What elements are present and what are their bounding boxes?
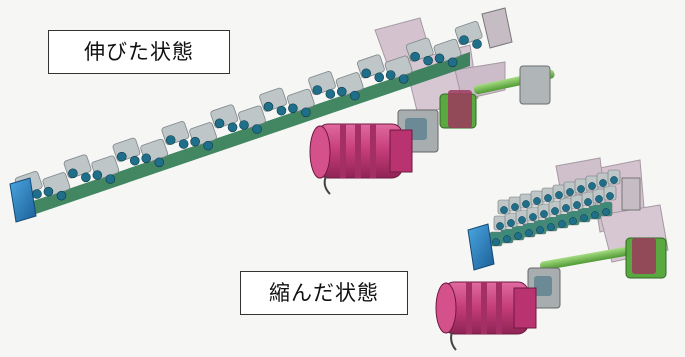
extended-chain-pin — [105, 174, 116, 184]
retracted-chain-pin — [591, 211, 599, 219]
retracted-drive — [527, 237, 667, 309]
retracted-chain-pin — [533, 197, 541, 205]
retracted-chain-pin — [580, 214, 588, 222]
retracted-chain — [489, 169, 621, 247]
retracted-chain-pin — [558, 220, 566, 228]
retracted-top-end-block — [621, 177, 641, 211]
extended-chain — [14, 21, 483, 216]
extended-chain-pin — [312, 85, 323, 95]
extended-chain-pin — [190, 136, 200, 147]
extended-chain-pin — [459, 35, 469, 45]
retracted-chain-pin — [606, 192, 614, 200]
retracted-chain-pin — [507, 219, 515, 227]
retracted-chain-pin — [577, 185, 585, 193]
extended-chain-pin — [116, 151, 127, 162]
retracted-chain-pin — [573, 201, 581, 209]
extended-chain-pin — [423, 55, 433, 66]
retracted-chain-pin — [500, 206, 508, 214]
extended-chain-pin — [165, 135, 176, 145]
retracted-chain-pin — [492, 238, 500, 246]
extended-top-end-block — [481, 7, 513, 49]
extended-chain-pin — [398, 74, 409, 84]
extended-chain-pin — [239, 120, 249, 130]
retracted-chain-pin — [544, 194, 552, 202]
extended-chain-pin — [276, 105, 287, 116]
extended-chain-pin — [178, 139, 189, 149]
retracted-state-label: 縮んだ状態 — [240, 271, 408, 315]
retracted-chain-pin — [529, 213, 537, 221]
retracted-chain-pin — [518, 216, 526, 224]
extended-chain-pin — [263, 101, 274, 112]
extended-chain-pin — [361, 68, 372, 79]
retracted-chain-pin — [503, 235, 511, 243]
retracted-chain-pin — [536, 226, 544, 234]
extended-chain-pin — [385, 70, 396, 80]
retracted-motor-cable — [450, 331, 457, 351]
retracted-chain-pin — [584, 198, 592, 206]
retracted-chain-pin — [511, 203, 519, 211]
extended-chain-pin — [410, 51, 420, 62]
retracted-chain-pin — [569, 217, 577, 225]
extended-chain-pin — [154, 157, 165, 168]
retracted-chain-pin — [595, 195, 603, 203]
retracted-chain-pin — [610, 176, 618, 184]
retracted-chain-pin — [522, 200, 530, 208]
extended-chain-pin — [32, 189, 42, 199]
retracted-assembly — [435, 157, 669, 351]
extended-chain-pin — [374, 72, 385, 83]
extended-state-label: 伸びた状態 — [48, 30, 230, 74]
extended-chain-pin — [56, 190, 67, 201]
extended-chain-pin — [325, 89, 336, 99]
extended-chain-pin — [447, 57, 458, 68]
extended-chain-pin — [336, 86, 347, 97]
retracted-chain-pin — [562, 204, 570, 212]
extended-chain-pin — [434, 53, 445, 64]
retracted-chain-pin — [566, 188, 574, 196]
extended-chain-pin — [252, 124, 262, 134]
extended-chain-pin — [81, 172, 91, 183]
retracted-chain-pin — [525, 229, 533, 237]
retracted-chain-pin — [588, 182, 596, 190]
extended-chain-pin — [92, 170, 103, 180]
retracted-shaft — [539, 245, 639, 271]
extended-chain-pin — [203, 140, 213, 151]
extended-blue-end-plate — [9, 177, 37, 223]
extended-chain-pin — [301, 107, 311, 118]
retracted-chain-pin — [555, 191, 563, 199]
extended-chain-pin — [43, 186, 54, 197]
retracted-chain-pin — [602, 208, 610, 216]
extended-motor — [309, 123, 413, 195]
extended-chain-pin — [472, 39, 482, 49]
extended-chain-pin — [214, 118, 225, 129]
extended-chain-pin — [349, 90, 360, 101]
retracted-chain-pin — [547, 223, 555, 231]
retracted-frame — [555, 157, 669, 263]
extended-chain-pin — [227, 122, 238, 133]
retracted-chain-pin — [551, 207, 559, 215]
extended-chain-pin — [129, 155, 140, 166]
extended-motor-cable — [323, 175, 331, 195]
extended-chain-pin — [68, 168, 78, 179]
retracted-chain-pin — [540, 210, 548, 218]
retracted-motor — [435, 281, 537, 351]
extended-chain-underside — [30, 52, 470, 216]
retracted-blue-end-plate — [467, 223, 495, 271]
extended-chain-pin — [141, 153, 152, 164]
extended-assembly — [9, 7, 555, 223]
retracted-chain-pin — [496, 222, 504, 230]
retracted-chain-pin — [599, 179, 607, 187]
extended-chain-pin — [288, 103, 298, 114]
extended-bearing-right — [519, 65, 551, 105]
retracted-chain-pin — [514, 232, 522, 240]
